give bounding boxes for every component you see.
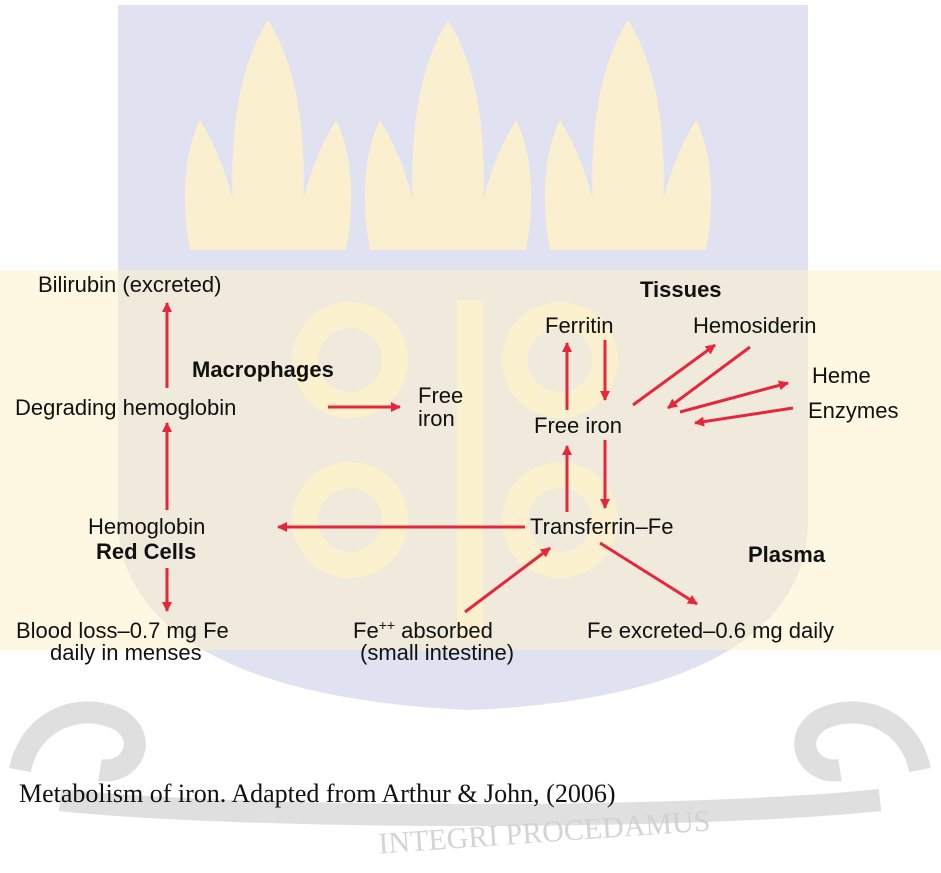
figure-caption: Metabolism of iron. Adapted from Arthur … [19, 779, 615, 808]
arrow-absorbed-to-transferrin [464, 546, 551, 614]
label-fe-excreted: Fe excreted–0.6 mg daily [587, 618, 834, 643]
arrow-enzymes-to-free-iron [694, 406, 794, 427]
watermark-scrolls [9, 701, 931, 826]
label-hemoglobin: Hemoglobin [88, 514, 205, 539]
label-fe-absorbed-symbol: Fe [353, 618, 379, 643]
label-blood-loss-line1: Blood loss–0.7 mg Fe [16, 618, 229, 643]
arrow-free-iron-to-hemosiderin [632, 343, 716, 407]
label-red-cells: Red Cells [96, 539, 196, 564]
arrows [162, 302, 794, 614]
watermark-leaves [184, 20, 712, 250]
label-macrophages: Macrophages [192, 357, 334, 382]
label-fe-absorbed-charge: ++ [379, 617, 395, 633]
label-hemosiderin: Hemosiderin [693, 313, 817, 338]
label-free-iron-macrophage-line2: iron [418, 406, 455, 431]
label-degrading-hemoglobin: Degrading hemoglobin [15, 395, 236, 420]
label-fe-absorbed-word: absorbed [395, 618, 493, 643]
arrow-transferrin-to-excreted [599, 541, 698, 606]
label-tissues: Tissues [640, 277, 722, 302]
label-free-iron-macrophage-line1: Free [418, 383, 463, 408]
label-bilirubin: Bilirubin (excreted) [38, 272, 221, 297]
label-heme: Heme [812, 363, 871, 388]
label-blood-loss-line2: daily in menses [50, 640, 202, 665]
watermark-crest: INTEGRI PROCEDAMUS [0, 5, 941, 861]
label-free-iron-tissue: Free iron [534, 413, 622, 438]
labels: Bilirubin (excreted) Tissues Ferritin He… [15, 272, 898, 665]
label-plasma: Plasma [748, 542, 826, 567]
label-fe-absorbed-line2: (small intestine) [360, 640, 514, 665]
label-fe-absorbed-line1: Fe++ absorbed [353, 617, 493, 643]
arrow-hemosiderin-to-free-iron [667, 345, 751, 410]
label-transferrin-fe: Transferrin–Fe [530, 514, 673, 539]
arrow-free-iron-to-heme [679, 380, 789, 414]
label-ferritin: Ferritin [545, 313, 613, 338]
label-enzymes: Enzymes [808, 398, 898, 423]
